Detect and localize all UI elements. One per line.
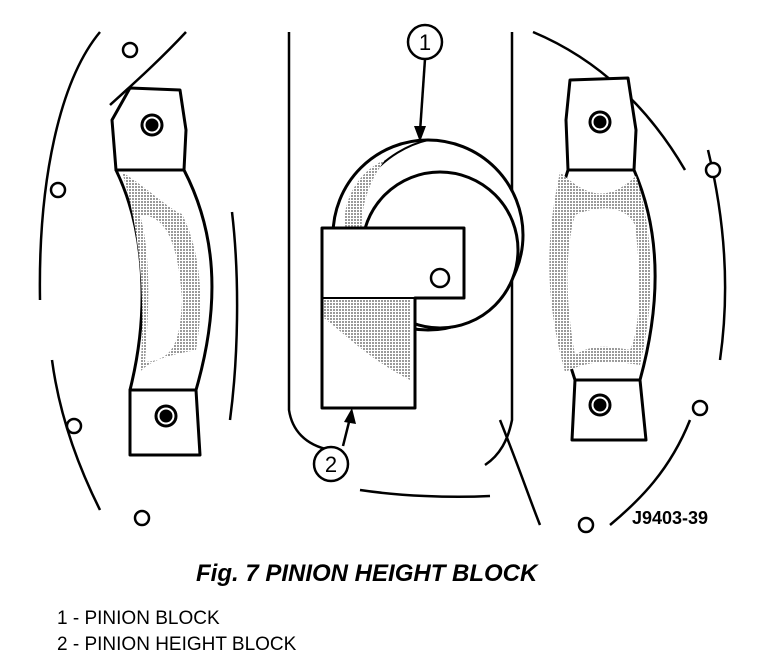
housing-bolt-holes — [49, 41, 722, 534]
callout-2: 2 — [312, 408, 356, 483]
figure-caption: Fig. 7 PINION HEIGHT BLOCK — [196, 560, 538, 587]
bolt-hole — [49, 181, 67, 199]
legend-item-2: 2 - PINION HEIGHT BLOCK — [57, 632, 296, 658]
bolt-hole — [704, 161, 722, 179]
legend-number: 1 — [57, 608, 68, 629]
bolt-hole — [121, 41, 139, 59]
legend: 1 - PINION BLOCK 2 - PINION HEIGHT BLOCK — [57, 606, 296, 658]
callout-2-number: 2 — [325, 452, 337, 477]
callout-1-number: 1 — [419, 30, 431, 55]
legend-number: 2 — [57, 634, 68, 655]
bolt-hole — [577, 516, 595, 534]
legend-label: PINION HEIGHT BLOCK — [84, 634, 297, 655]
legend-label: PINION BLOCK — [84, 608, 220, 629]
callout-1: 1 — [406, 23, 444, 142]
bolt-hole — [133, 509, 151, 527]
pinion-height-block — [320, 226, 466, 410]
legend-separator: - — [72, 608, 80, 629]
figure-code: J9403-39 — [632, 508, 708, 528]
bolt-hole — [691, 399, 709, 417]
pinion-height-block-illustration: 1 2 J9403-39 — [38, 23, 727, 534]
legend-item-1: 1 - PINION BLOCK — [57, 606, 296, 632]
housing-left-outline — [38, 31, 239, 511]
bolt-hole — [65, 417, 83, 435]
center-channel — [287, 32, 514, 498]
legend-separator: - — [72, 634, 80, 655]
left-bearing-cap — [110, 86, 214, 457]
right-bearing-cap — [549, 76, 657, 442]
